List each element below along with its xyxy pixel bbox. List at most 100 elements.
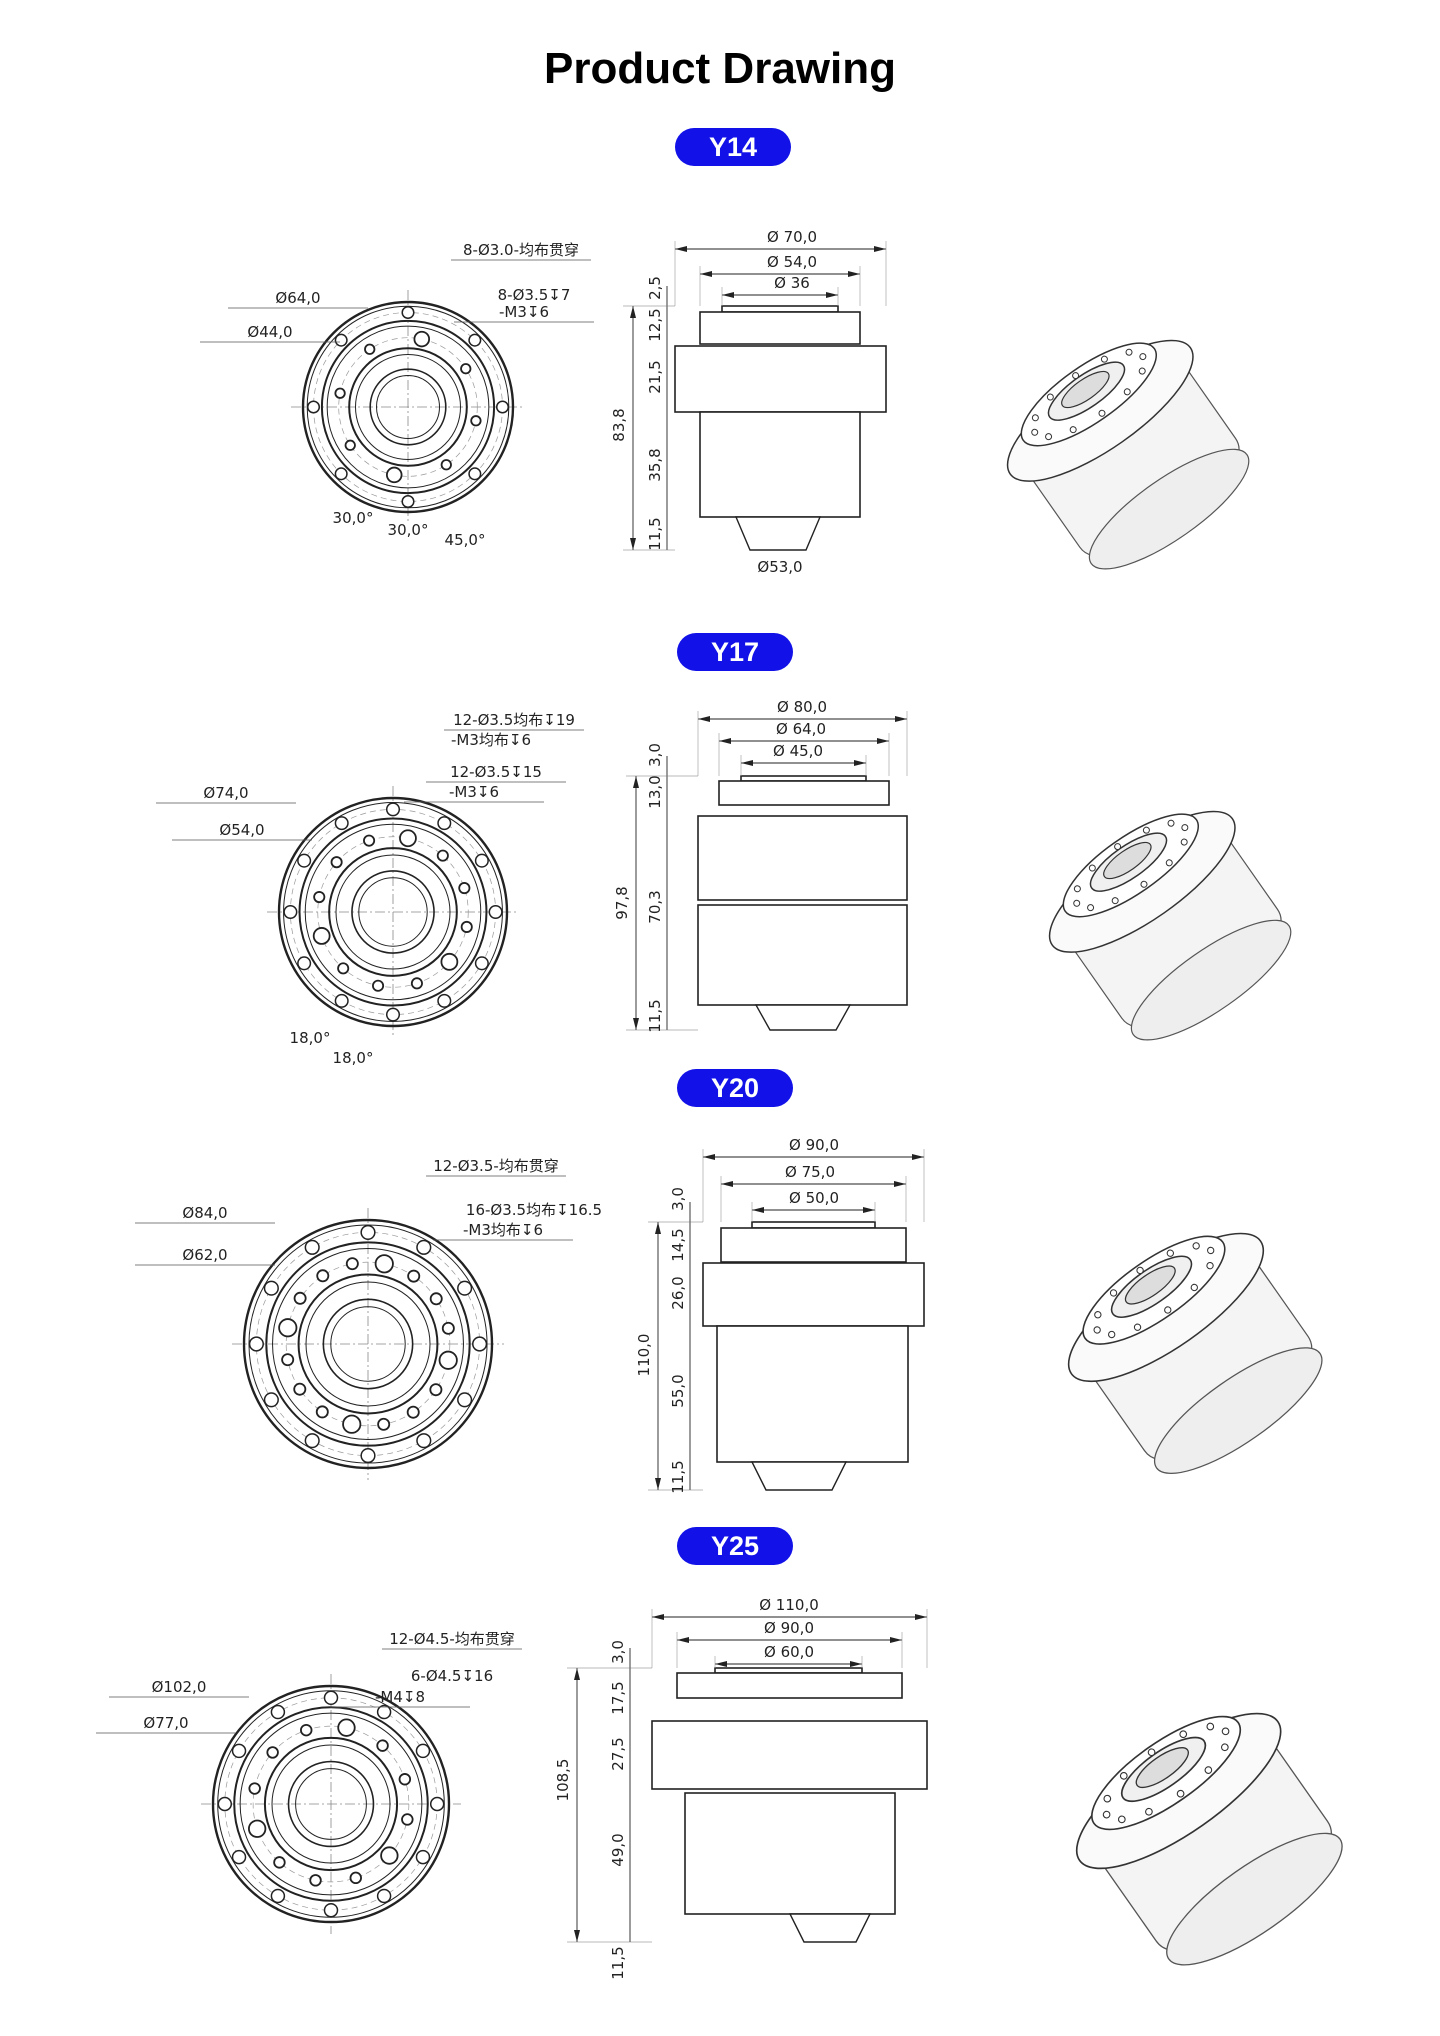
through-hole [401,494,415,509]
through-hole [323,1902,339,1918]
threaded-hole [460,363,472,375]
render-hole [1093,1326,1101,1334]
threaded-hole [410,977,423,990]
pitch-circle [252,1725,410,1883]
bottom-diameter-dimension: Ø53,0 [757,558,803,576]
diameter-dimension: Ø 60,0 [764,1643,814,1661]
outline-circle [355,354,461,460]
angle-dimension: 45,0° [444,531,486,549]
through-hole [306,400,321,414]
arrow [895,716,907,722]
arrow [848,271,860,277]
outline-circle [305,1281,431,1407]
diameter-dimension: Ø 54,0 [767,253,817,271]
diameter-dimension: Ø 90,0 [764,1619,814,1637]
arrow [655,1478,661,1490]
front-view-annotation: Ø44,0 [247,323,293,341]
arrow [826,292,838,298]
housing-section [751,1221,876,1229]
model-badge: Y17 [677,633,793,671]
side-view [648,1149,925,1491]
threaded-hole [460,920,473,933]
arrow [877,738,889,744]
threaded-hole [248,1782,261,1795]
outline-circle [376,375,440,439]
threaded-hole [458,882,471,895]
3d-render [1006,339,1250,570]
front-view-annotation: Ø64,0 [275,289,321,307]
outline-circle [277,796,509,1028]
arrow [850,1661,862,1667]
height-dimension: 17,5 [609,1681,627,1715]
render-hole [1145,1807,1153,1816]
arrow [719,738,731,744]
threaded-hole [438,1350,458,1370]
render-hole [1103,1794,1112,1803]
front-view [135,1175,573,1480]
threaded-hole [385,466,403,484]
outline-circle [351,870,435,954]
through-hole [376,1704,392,1720]
through-hole [248,1336,264,1352]
total-height-dimension: 110,0 [635,1333,653,1377]
render-hole [1108,1330,1116,1339]
height-dimension: 13,0 [646,775,664,809]
render-hole [1073,899,1081,907]
side-view [626,711,908,1031]
through-hole [270,1888,286,1904]
arrow [633,1018,639,1030]
render-hole [1138,367,1146,375]
arrow [894,1181,906,1187]
through-hole [472,1336,488,1352]
front-view-annotation: Ø84,0 [182,1204,228,1222]
threaded-hole [441,1321,455,1335]
render-hole [1206,1261,1214,1270]
threaded-hole [337,962,350,975]
height-dimension: 2,5 [646,276,664,300]
housing-section [721,305,839,313]
height-dimension: 35,8 [646,448,664,482]
through-hole [297,956,312,971]
render-hole [1206,1722,1215,1731]
threaded-hole [337,1718,356,1737]
threaded-hole [364,343,376,355]
arrow [703,1154,715,1160]
arrow [854,760,866,766]
height-dimension: 11,5 [669,1460,687,1494]
pitch-circle [317,836,469,988]
through-hole [334,333,348,347]
threaded-hole [316,1269,330,1283]
outline-circle [265,1241,471,1447]
threaded-hole [342,1414,362,1434]
pitch-circle [285,1261,451,1427]
render-hole [1100,355,1108,363]
housing-section [716,1325,909,1463]
render-hole [1088,864,1096,872]
arrow [752,1207,764,1213]
threaded-hole [273,1856,286,1869]
housing-section [651,1720,928,1790]
housing-section [684,1792,896,1915]
through-hole [457,1392,473,1408]
render-hole [1094,1311,1102,1319]
render-hole [1165,859,1173,867]
render-hole [1140,880,1148,888]
render-hole [1179,1730,1188,1739]
outline-circle [271,1744,391,1864]
through-hole [263,1280,279,1296]
render-base [1130,919,1292,1041]
front-view-annotation: 16-Ø3.5均布↧16.5 [465,1201,603,1219]
front-view-annotation: Ø54,0 [219,821,265,839]
through-hole [437,816,452,831]
through-hole [283,904,298,920]
housing-section [697,904,908,1006]
through-hole [231,1849,247,1865]
threaded-hole [470,415,482,427]
render-hole [1046,393,1054,401]
outline-circle [328,847,458,977]
render-bore [1135,1747,1189,1789]
through-hole [297,853,312,868]
front-view-annotation: 12-Ø3.5↧15 [450,763,542,781]
outline-circle [335,854,451,970]
